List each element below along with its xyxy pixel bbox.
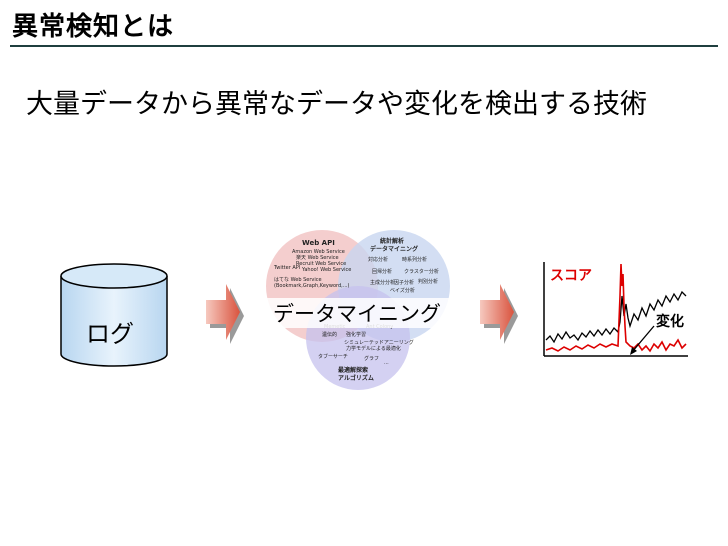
venn-center-label: データマイニング [262, 298, 452, 328]
venn-opt-line: グラフ [364, 355, 379, 362]
venn-webapi-line: 楽天 Web Service [296, 254, 339, 261]
venn-webapi-line: はてな Web Service [274, 276, 322, 283]
venn-opt-subheading: アルゴリズム [338, 374, 374, 382]
venn-stats-line: ベイズ分析 [390, 287, 415, 294]
venn-opt-line: ... [384, 360, 389, 366]
venn-opt-heading: 最適解探索 [338, 366, 368, 374]
change-arrowhead-icon [630, 347, 637, 355]
database-label: ログ [86, 320, 134, 348]
venn-opt-line: タブーサーチ [318, 353, 348, 360]
venn-webapi-line: (Bookmark,Graph,Keyword,...) [274, 283, 350, 289]
venn-stats-heading: 統計解析 [380, 237, 404, 245]
venn-opt-line: シミュレーテッドアニーリング [344, 339, 414, 346]
venn-webapi-line: Amazon Web Service [292, 249, 345, 255]
database-cylinder-icon [60, 263, 168, 367]
anomaly-score-chart: スコア 変化 [534, 256, 692, 370]
venn-stats-line: 回帰分析 [372, 268, 392, 275]
right-arrow-icon-1 [206, 284, 244, 344]
venn-webapi-line: Yahoo! Web Service [301, 267, 351, 273]
chart-score-label: スコア [550, 268, 592, 284]
venn-stats-line: 因子分析 [394, 279, 414, 286]
venn-stats-line: クラスター分析 [404, 268, 439, 275]
change-arrow-icon [631, 325, 655, 353]
venn-stats-subheading: データマイニング [370, 245, 418, 253]
title-divider [10, 45, 718, 47]
venn-webapi-heading: Web API [302, 239, 335, 247]
venn-stats-line: 判別分析 [418, 278, 438, 285]
venn-stats-line: 時系列分析 [402, 256, 427, 263]
right-arrow-icon-2 [480, 284, 518, 344]
venn-opt-line: 力学モデルによる最適化 [346, 345, 401, 352]
chart-score-series [545, 263, 687, 353]
venn-webapi-side: Twitter API [273, 265, 300, 271]
slide-title: 異常検知とは [12, 12, 175, 42]
venn-opt-line: 遺伝的 [322, 331, 337, 338]
slide-subtitle: 大量データから異常なデータや変化を検出する技術 [26, 89, 647, 120]
venn-webapi-line: Recruit Web Service [296, 261, 346, 267]
venn-stats-line: 対応分析 [368, 256, 388, 263]
venn-stats-line: 主成分分析 [370, 279, 395, 286]
chart-baseline-series [545, 290, 687, 344]
chart-change-label: 変化 [656, 313, 684, 330]
venn-opt-line: 強化学習 [346, 331, 366, 338]
